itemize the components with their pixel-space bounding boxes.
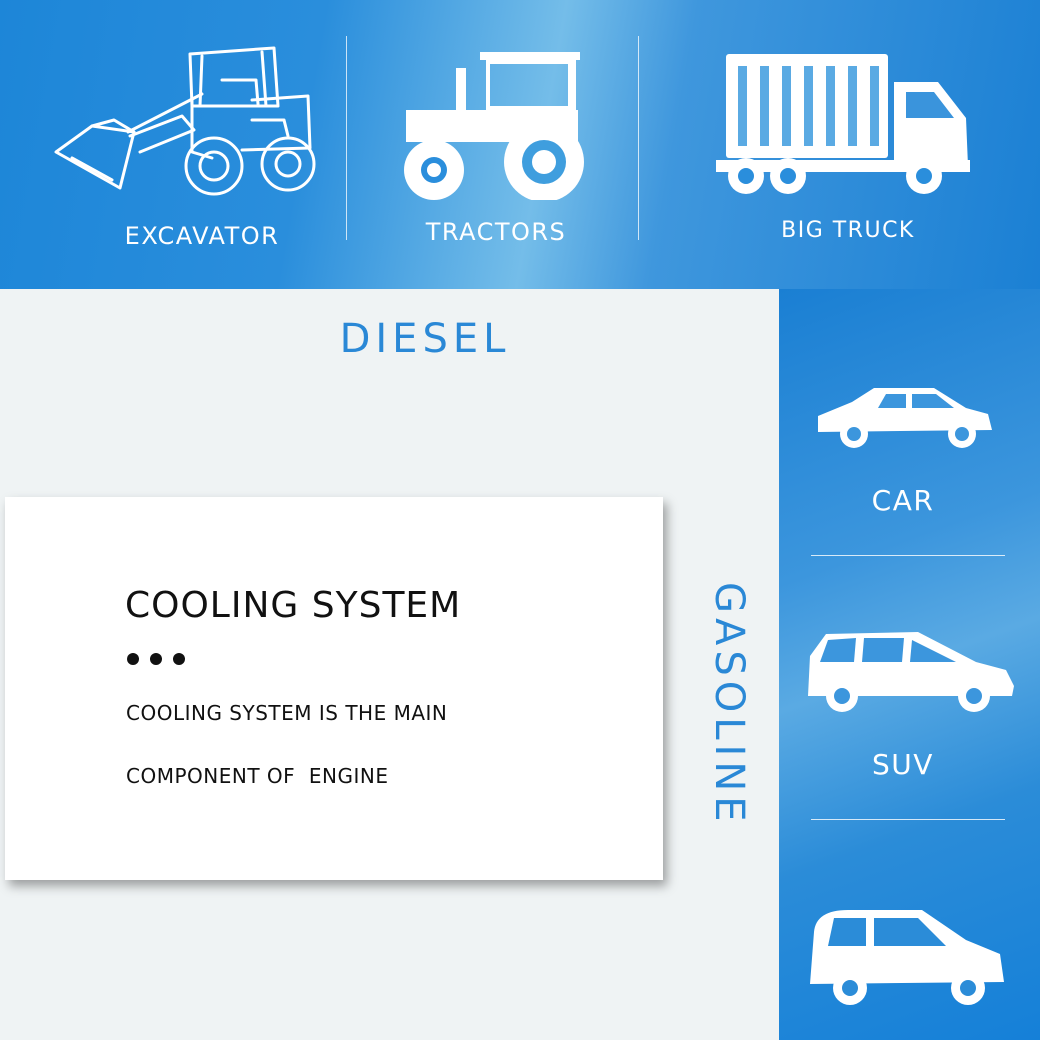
suv-icon (808, 632, 1014, 712)
card-title: COOLING SYSTEM (125, 585, 462, 626)
hatchback-icon (810, 910, 1004, 1005)
dot (127, 653, 139, 665)
dot (150, 653, 162, 665)
info-card: COOLING SYSTEM COOLING SYSTEM IS THE MAI… (5, 497, 663, 880)
dot (173, 653, 185, 665)
diesel-vehicles-banner: EXCAVATOR TRACTORS BIG T (0, 0, 1040, 289)
suv-label: SUV (872, 748, 934, 781)
excavator-label: EXCAVATOR (124, 222, 280, 250)
divider (346, 36, 347, 240)
big-truck-label: BIG TRUCK (781, 218, 915, 243)
excavator-icon (54, 46, 316, 196)
gasoline-text: GASOLINE (706, 582, 752, 827)
truck-icon (716, 54, 970, 194)
ellipsis-dots (127, 653, 185, 665)
diesel-heading: DIESEL (339, 316, 511, 362)
gasoline-heading: GASOLINE (706, 582, 762, 832)
card-description-line-2: COMPONENT OF ENGINE (126, 764, 389, 788)
car-icon (818, 388, 992, 448)
card-description-line-1: COOLING SYSTEM IS THE MAIN (126, 701, 448, 725)
tractors-label: TRACTORS (425, 218, 567, 246)
divider (638, 36, 639, 240)
divider (811, 555, 1005, 556)
divider (811, 819, 1005, 820)
tractor-icon (404, 52, 584, 200)
car-label: CAR (871, 484, 935, 517)
